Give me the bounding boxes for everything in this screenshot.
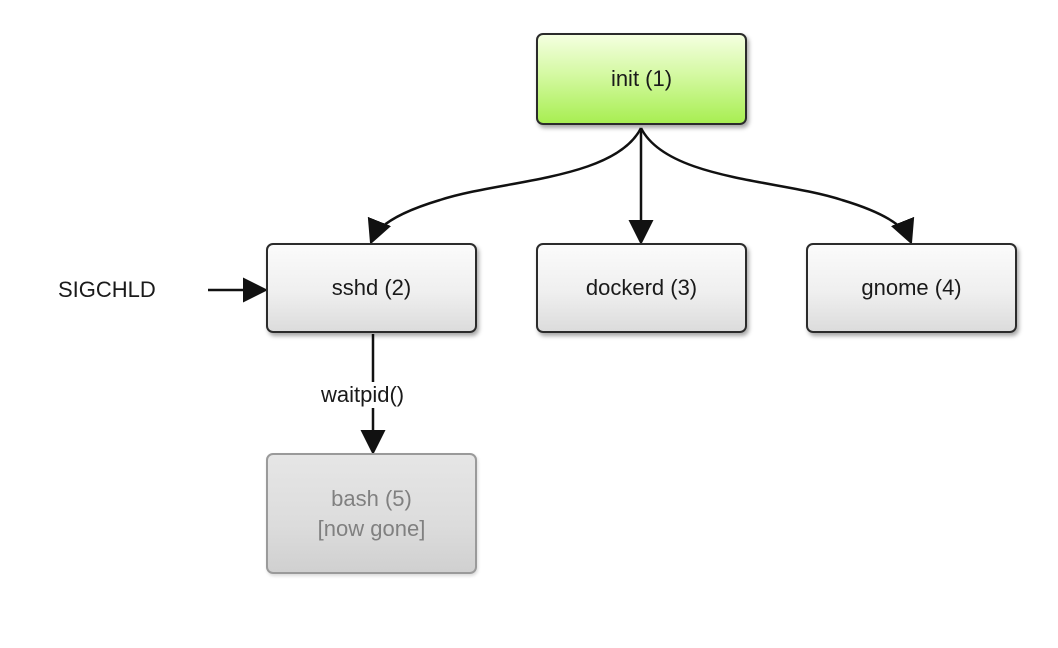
node-dockerd-label: dockerd (3) xyxy=(585,275,698,300)
node-dockerd: dockerd (3) xyxy=(536,243,747,333)
node-init-label: init (1) xyxy=(610,66,673,91)
node-sshd: sshd (2) xyxy=(266,243,477,333)
node-gnome: gnome (4) xyxy=(806,243,1017,333)
edge-init-to-sshd xyxy=(367,127,643,245)
signal-label: SIGCHLD xyxy=(58,277,156,302)
node-bash: bash (5) [now gone] xyxy=(266,453,477,574)
node-init: init (1) xyxy=(536,33,747,125)
node-bash-status: [now gone] xyxy=(317,515,426,541)
node-gnome-label: gnome (4) xyxy=(861,275,962,300)
edge-init-to-gnome xyxy=(639,127,915,245)
node-sshd-label: sshd (2) xyxy=(331,275,412,300)
node-bash-label: bash (5) xyxy=(331,485,412,511)
syscall-label: waitpid() xyxy=(319,382,407,408)
